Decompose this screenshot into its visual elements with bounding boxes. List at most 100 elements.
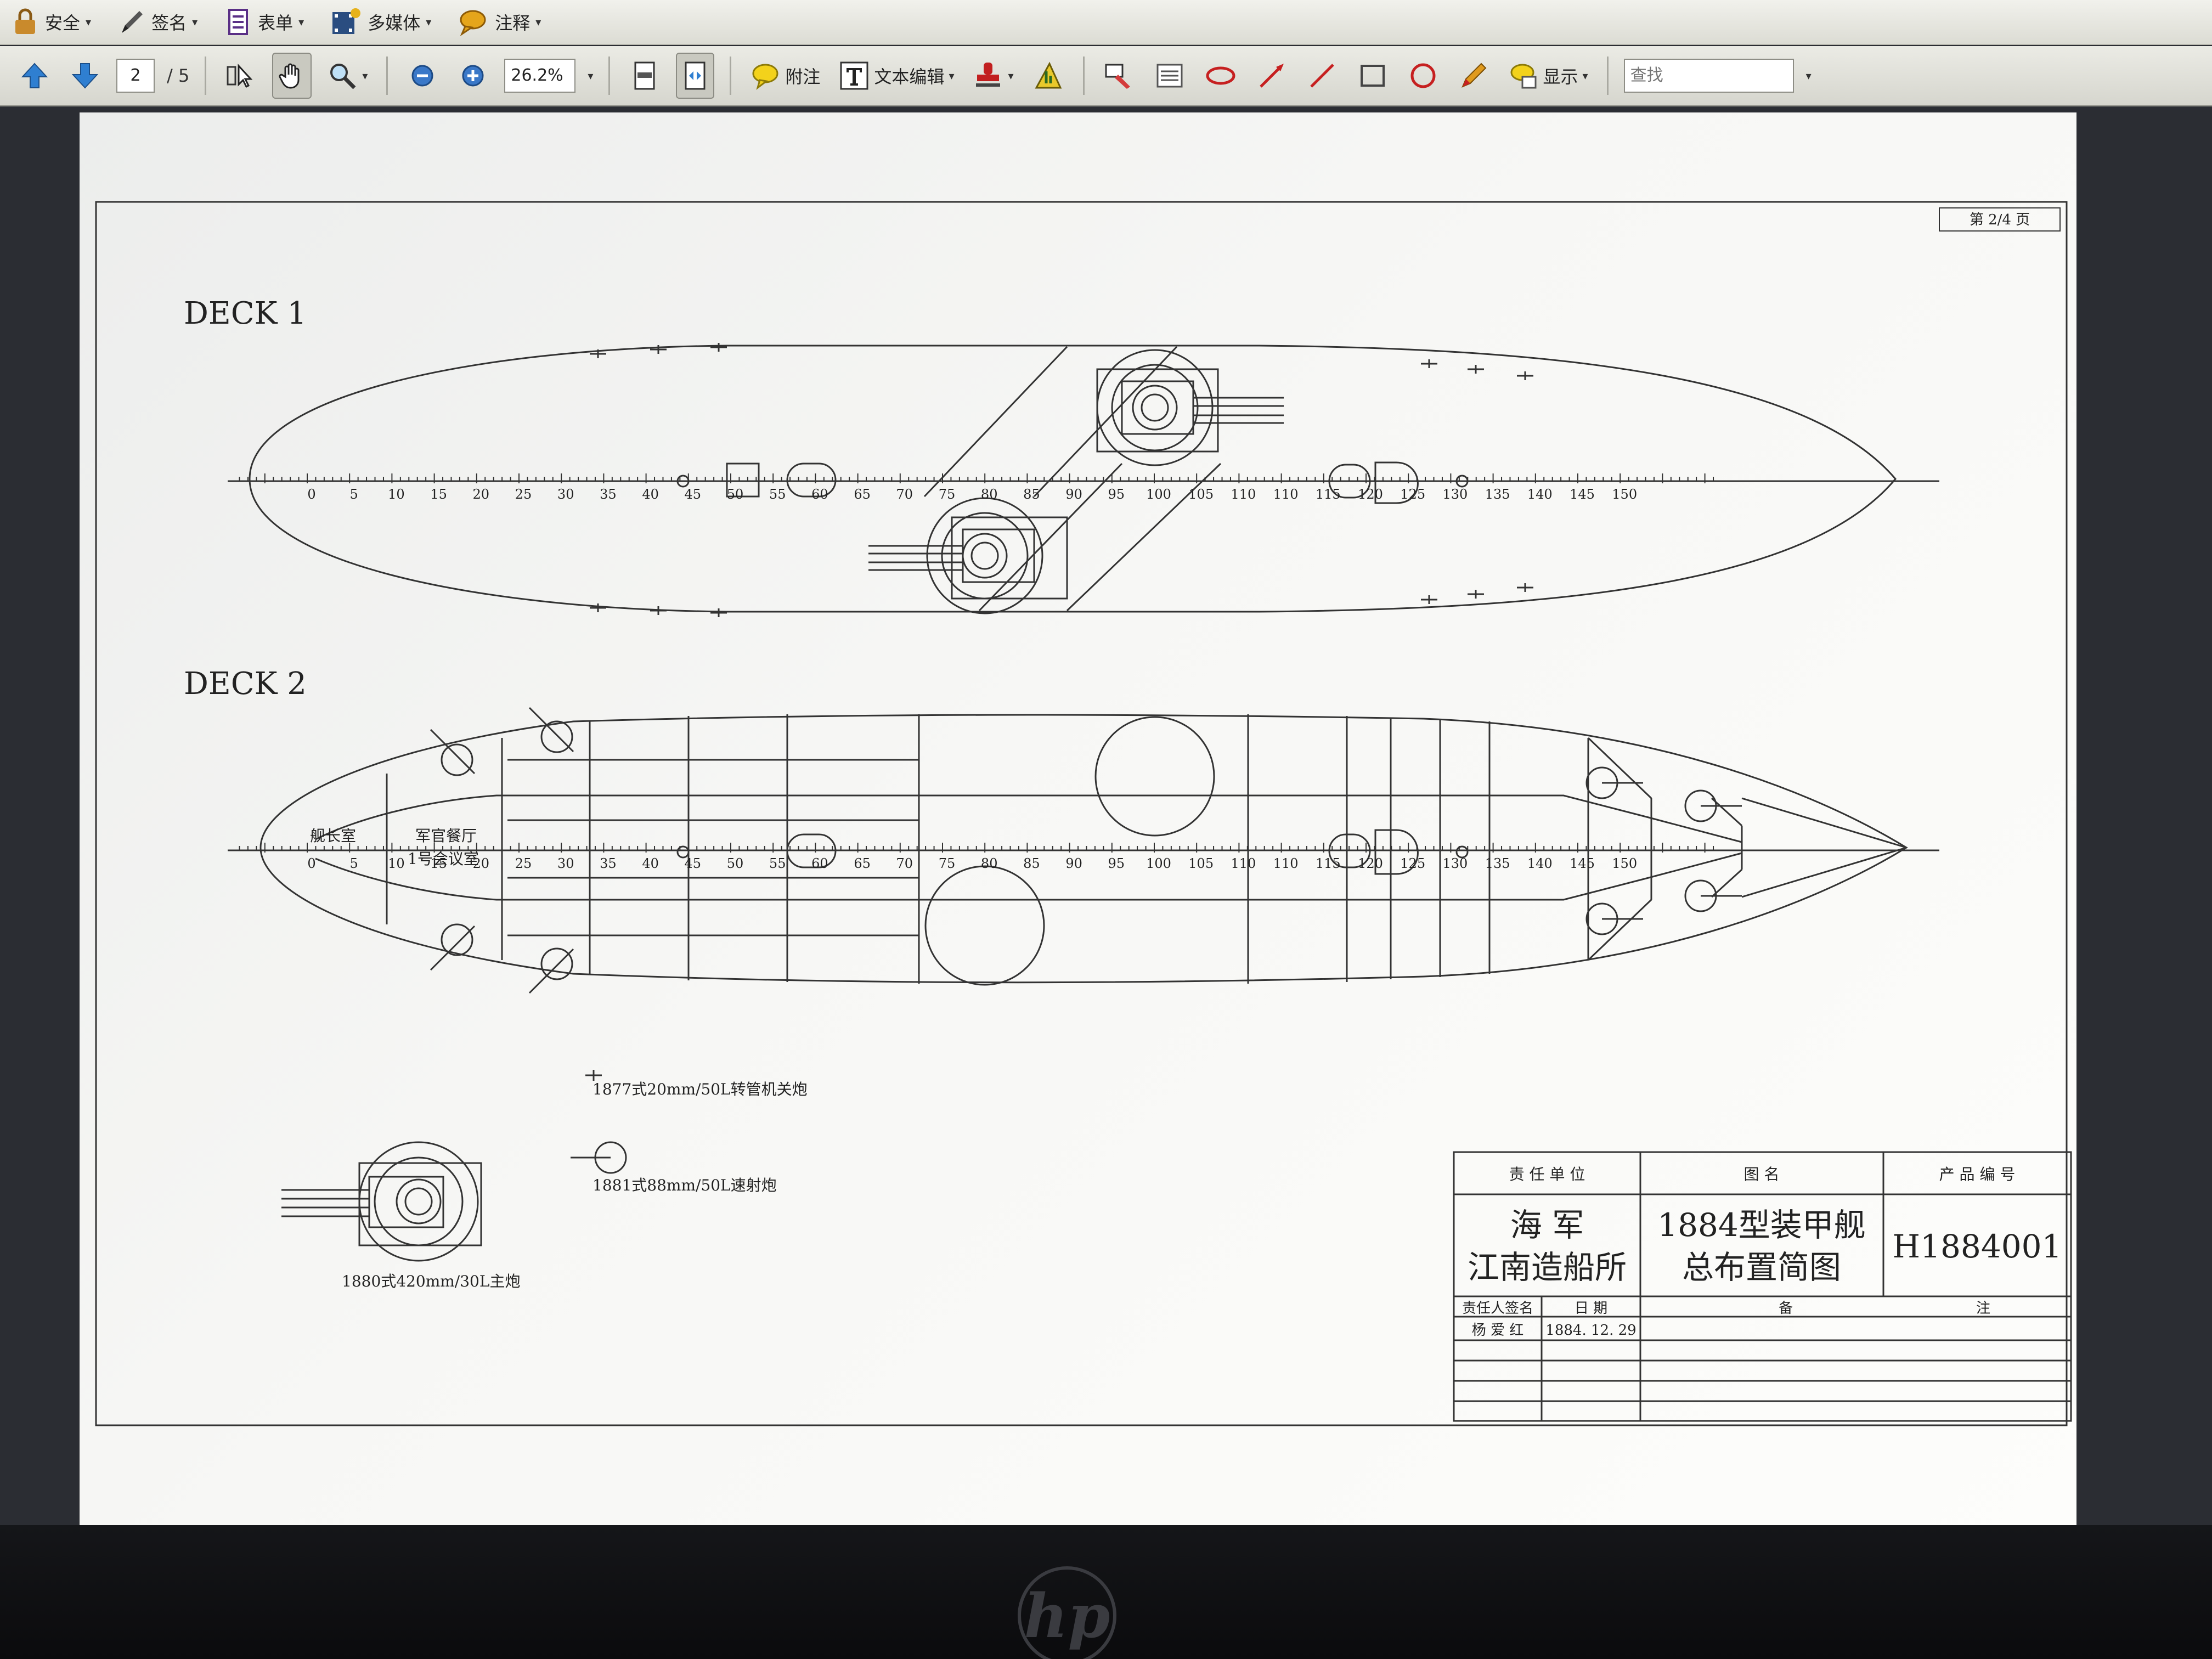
text-edit-button-label: 文本编辑: [874, 66, 945, 87]
title-block-header-remark-2: 注: [1976, 1300, 1990, 1317]
pencil-tool-button[interactable]: [1454, 53, 1493, 99]
menu-forms-label: 表单: [258, 13, 294, 33]
zoom-dropdown-chevron-icon[interactable]: ▾: [588, 69, 594, 82]
hp-logo: hp: [1018, 1566, 1116, 1659]
deck1-scale-label: 145: [1570, 487, 1595, 502]
next-page-button[interactable]: [66, 53, 104, 99]
rectangle-icon: [1357, 60, 1388, 91]
drawing-frame: [95, 201, 2068, 1426]
note-button[interactable]: 附注: [747, 53, 823, 99]
chevron-down-icon: ▾: [192, 15, 198, 29]
chevron-down-icon: ▾: [86, 15, 92, 29]
previous-page-button[interactable]: [15, 53, 54, 99]
zoom-level-input[interactable]: 26.2%: [504, 58, 576, 93]
toolbar-separator: [205, 56, 207, 95]
title-block-date: 1884. 12. 29: [1545, 1322, 1636, 1339]
menu-forms[interactable]: 表单 ▾: [224, 3, 304, 41]
deck2-scale-label: 95: [1108, 856, 1125, 871]
attach-file-button[interactable]: [1029, 53, 1068, 99]
oval-tool-button[interactable]: [1404, 53, 1442, 99]
deck2-scale-label: 110: [1273, 856, 1299, 871]
select-cursor-icon: [225, 60, 256, 91]
deck1-scale-label: 15: [430, 487, 447, 502]
menu-multimedia[interactable]: 多媒体 ▾: [330, 3, 431, 41]
deck2-scale-label: 45: [685, 856, 702, 871]
search-input[interactable]: [1623, 58, 1794, 93]
deck2-scale-label: 60: [811, 856, 828, 871]
comments-display-icon: [1508, 60, 1539, 91]
deck2-scale-label: 40: [642, 856, 659, 871]
deck2-scale-label: 55: [769, 856, 786, 871]
legend-88mm-symbol: [571, 1141, 627, 1174]
arrow-up-icon: [19, 60, 50, 91]
menu-sign-label: 签名: [151, 13, 187, 33]
document-page[interactable]: 第 2/4 页 DECK 1 DECK 2: [80, 112, 2076, 1525]
deck1-scale-label: 150: [1612, 487, 1637, 502]
title-block-product-code: H1884001: [1893, 1228, 2062, 1265]
menu-multimedia-label: 多媒体: [368, 13, 421, 33]
deck1-scale-label: 5: [350, 487, 358, 502]
textbox-button[interactable]: [1150, 53, 1189, 99]
menu-security[interactable]: 安全 ▾: [11, 3, 91, 41]
show-comments-button[interactable]: 显示 ▾: [1505, 53, 1592, 99]
lock-icon: [11, 8, 40, 36]
room-officer-dining: 军官餐厅: [415, 827, 477, 845]
stamp-button[interactable]: ▾: [969, 53, 1017, 99]
deck1-scale-label: 10: [388, 487, 405, 502]
deck2-scale-label: 70: [896, 856, 913, 871]
cloud-tool-button[interactable]: [1201, 53, 1240, 99]
film-icon: [330, 8, 362, 36]
title-block-header-name: 图 名: [1744, 1165, 1780, 1183]
deck1-scale-label: 35: [600, 487, 617, 502]
deck2-scale-label: 0: [307, 856, 315, 871]
deck2-scale-label: 75: [939, 856, 956, 871]
chevron-down-icon: ▾: [1582, 69, 1588, 82]
title-block: [1453, 1151, 2072, 1422]
pen-icon: [117, 8, 146, 36]
title-block-signer: 杨 爱 红: [1472, 1322, 1524, 1339]
deck1-forward-main-turret: [1096, 349, 1284, 466]
text-edit-button[interactable]: 文本编辑 ▾: [836, 53, 957, 99]
deck1-scale-label: 55: [769, 487, 786, 502]
deck2-scale-label: 20: [473, 856, 490, 871]
menu-comment-label: 注释: [495, 13, 531, 33]
title-block-header-date: 日 期: [1575, 1300, 1607, 1317]
page-label-box: [1939, 207, 2061, 232]
chevron-down-icon: ▾: [535, 15, 541, 29]
fit-page-icon: [631, 60, 658, 91]
fit-page-button[interactable]: [625, 53, 664, 99]
zoom-tool-button[interactable]: ▾: [324, 53, 371, 99]
select-tool-button[interactable]: [222, 53, 260, 99]
highlighter-icon: [1104, 60, 1135, 91]
menu-comment[interactable]: 注释 ▾: [458, 3, 541, 41]
highlight-button[interactable]: [1100, 53, 1138, 99]
zoom-in-button[interactable]: [454, 53, 492, 99]
show-comments-label: 显示: [1543, 66, 1578, 87]
zoom-out-button[interactable]: [403, 53, 442, 99]
deck1-scale-label: 60: [811, 487, 828, 502]
zoom-out-icon: [409, 63, 436, 89]
search-dropdown-chevron-icon[interactable]: ▾: [1805, 69, 1812, 82]
deck1-scale-label: 125: [1400, 487, 1425, 502]
deck2-secondary-guns: [430, 707, 1742, 994]
menu-sign[interactable]: 签名 ▾: [117, 3, 198, 41]
deck1-scale-label: 140: [1527, 487, 1553, 502]
deck1-title: DECK 1: [184, 296, 307, 331]
line-tool-button[interactable]: [1303, 53, 1341, 99]
hand-tool-button[interactable]: [272, 52, 312, 99]
deck1-hull: [249, 345, 1897, 613]
comment-icon: [458, 8, 489, 36]
oval-icon: [1408, 60, 1438, 91]
pencil-icon: [1458, 60, 1489, 91]
arrow-line-icon: [1256, 60, 1287, 91]
rectangle-tool-button[interactable]: [1353, 53, 1392, 99]
deck1-scale-label: 65: [854, 487, 871, 502]
title-block-unit-line1: 海 军: [1510, 1206, 1584, 1244]
toolbar-separator: [608, 56, 611, 95]
fit-width-button[interactable]: [676, 52, 715, 99]
arrow-tool-button[interactable]: [1252, 53, 1291, 99]
hand-icon: [276, 60, 307, 91]
page-number-input[interactable]: 2: [116, 58, 155, 93]
deck1-scale-label: 110: [1273, 487, 1299, 502]
